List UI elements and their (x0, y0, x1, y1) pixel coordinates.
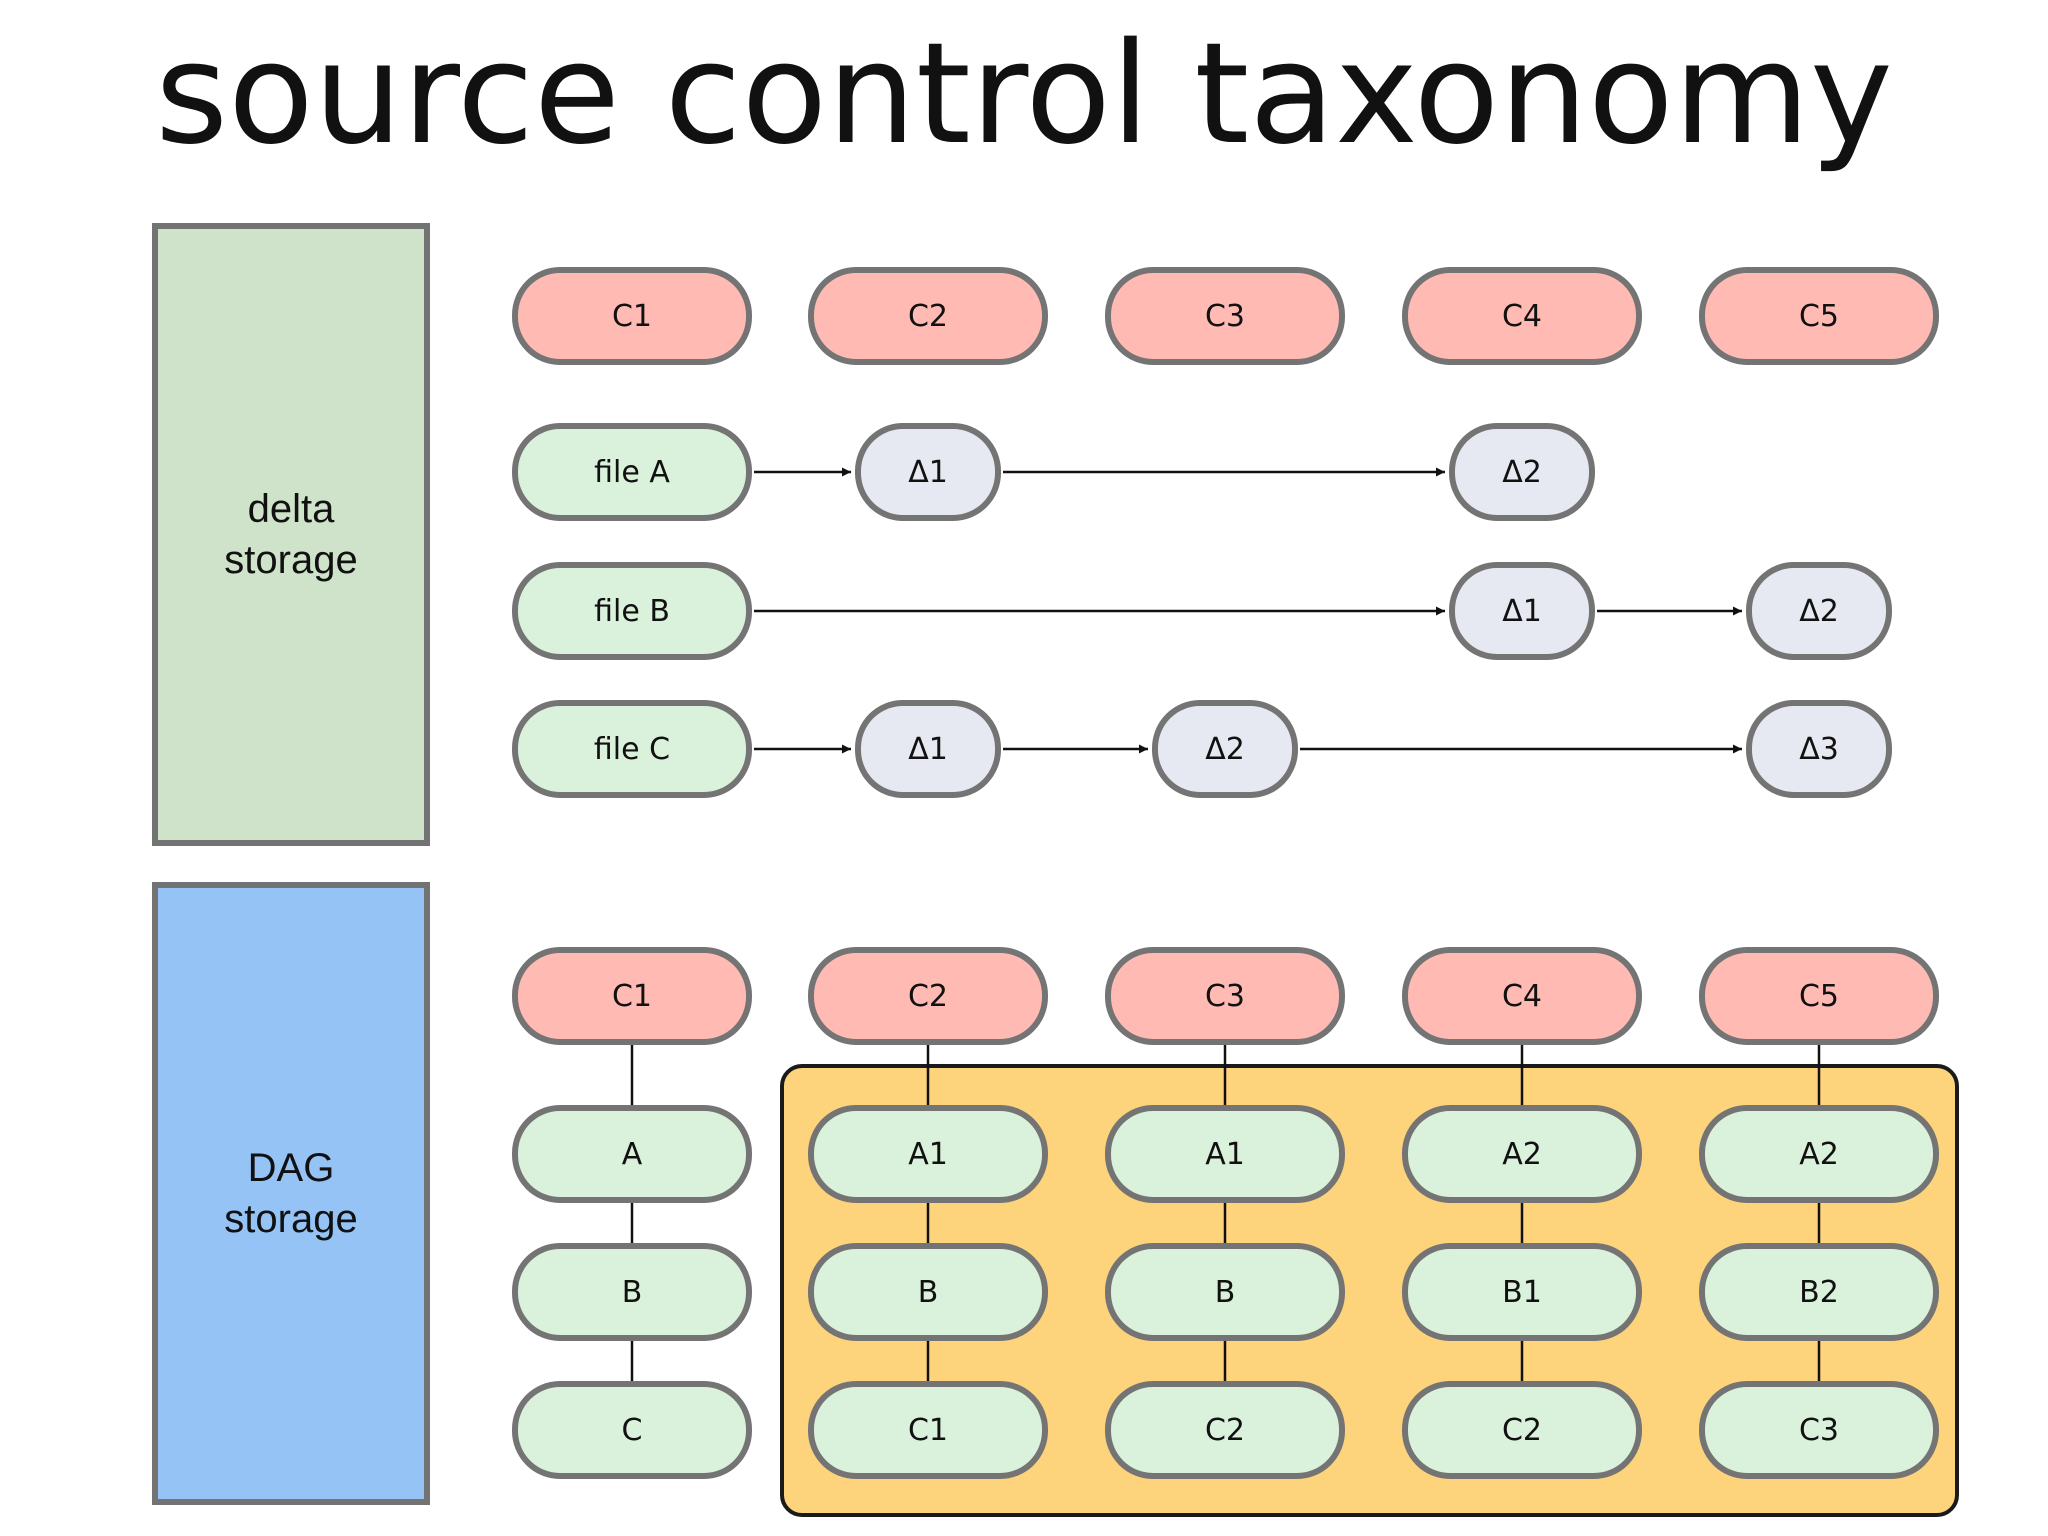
dag-tree-node: A (512, 1105, 752, 1203)
delta-commit-node: C3 (1105, 267, 1345, 365)
dag-tree-node: B2 (1699, 1243, 1939, 1341)
dag-storage-label-box: DAG storage (152, 882, 430, 1505)
dag-tree-node: A1 (808, 1105, 1048, 1203)
delta-storage-label-box: delta storage (152, 223, 430, 846)
dag-tree-node: C2 (1402, 1381, 1642, 1479)
dag-tree-node: C2 (1105, 1381, 1345, 1479)
delta-commit-node: C4 (1402, 267, 1642, 365)
dag-storage-label: DAG storage (224, 1145, 358, 1241)
dag-tree-node: B (512, 1243, 752, 1341)
page-title: source control taxonomy (155, 13, 1893, 176)
delta-node: Δ2 (1449, 423, 1595, 521)
dag-tree-node: A1 (1105, 1105, 1345, 1203)
dag-tree-node: A2 (1402, 1105, 1642, 1203)
dag-commit-node: C5 (1699, 947, 1939, 1045)
file-node: file B (512, 562, 752, 660)
dag-commit-node: C4 (1402, 947, 1642, 1045)
dag-commit-node: C1 (512, 947, 752, 1045)
dag-tree-node: B (808, 1243, 1048, 1341)
delta-storage-label: delta storage (224, 486, 358, 582)
dag-tree-node: A2 (1699, 1105, 1939, 1203)
dag-tree-node: C1 (808, 1381, 1048, 1479)
dag-tree-node: C3 (1699, 1381, 1939, 1479)
file-node: file C (512, 700, 752, 798)
delta-node: Δ3 (1746, 700, 1892, 798)
delta-commit-node: C2 (808, 267, 1048, 365)
delta-node: Δ2 (1746, 562, 1892, 660)
delta-node: Δ1 (855, 700, 1001, 798)
dag-tree-node: C (512, 1381, 752, 1479)
delta-node: Δ1 (855, 423, 1001, 521)
delta-node: Δ1 (1449, 562, 1595, 660)
dag-commit-node: C3 (1105, 947, 1345, 1045)
file-node: file A (512, 423, 752, 521)
dag-tree-node: B (1105, 1243, 1345, 1341)
delta-commit-node: C5 (1699, 267, 1939, 365)
delta-node: Δ2 (1152, 700, 1298, 798)
dag-tree-node: B1 (1402, 1243, 1642, 1341)
delta-commit-node: C1 (512, 267, 752, 365)
dag-commit-node: C2 (808, 947, 1048, 1045)
